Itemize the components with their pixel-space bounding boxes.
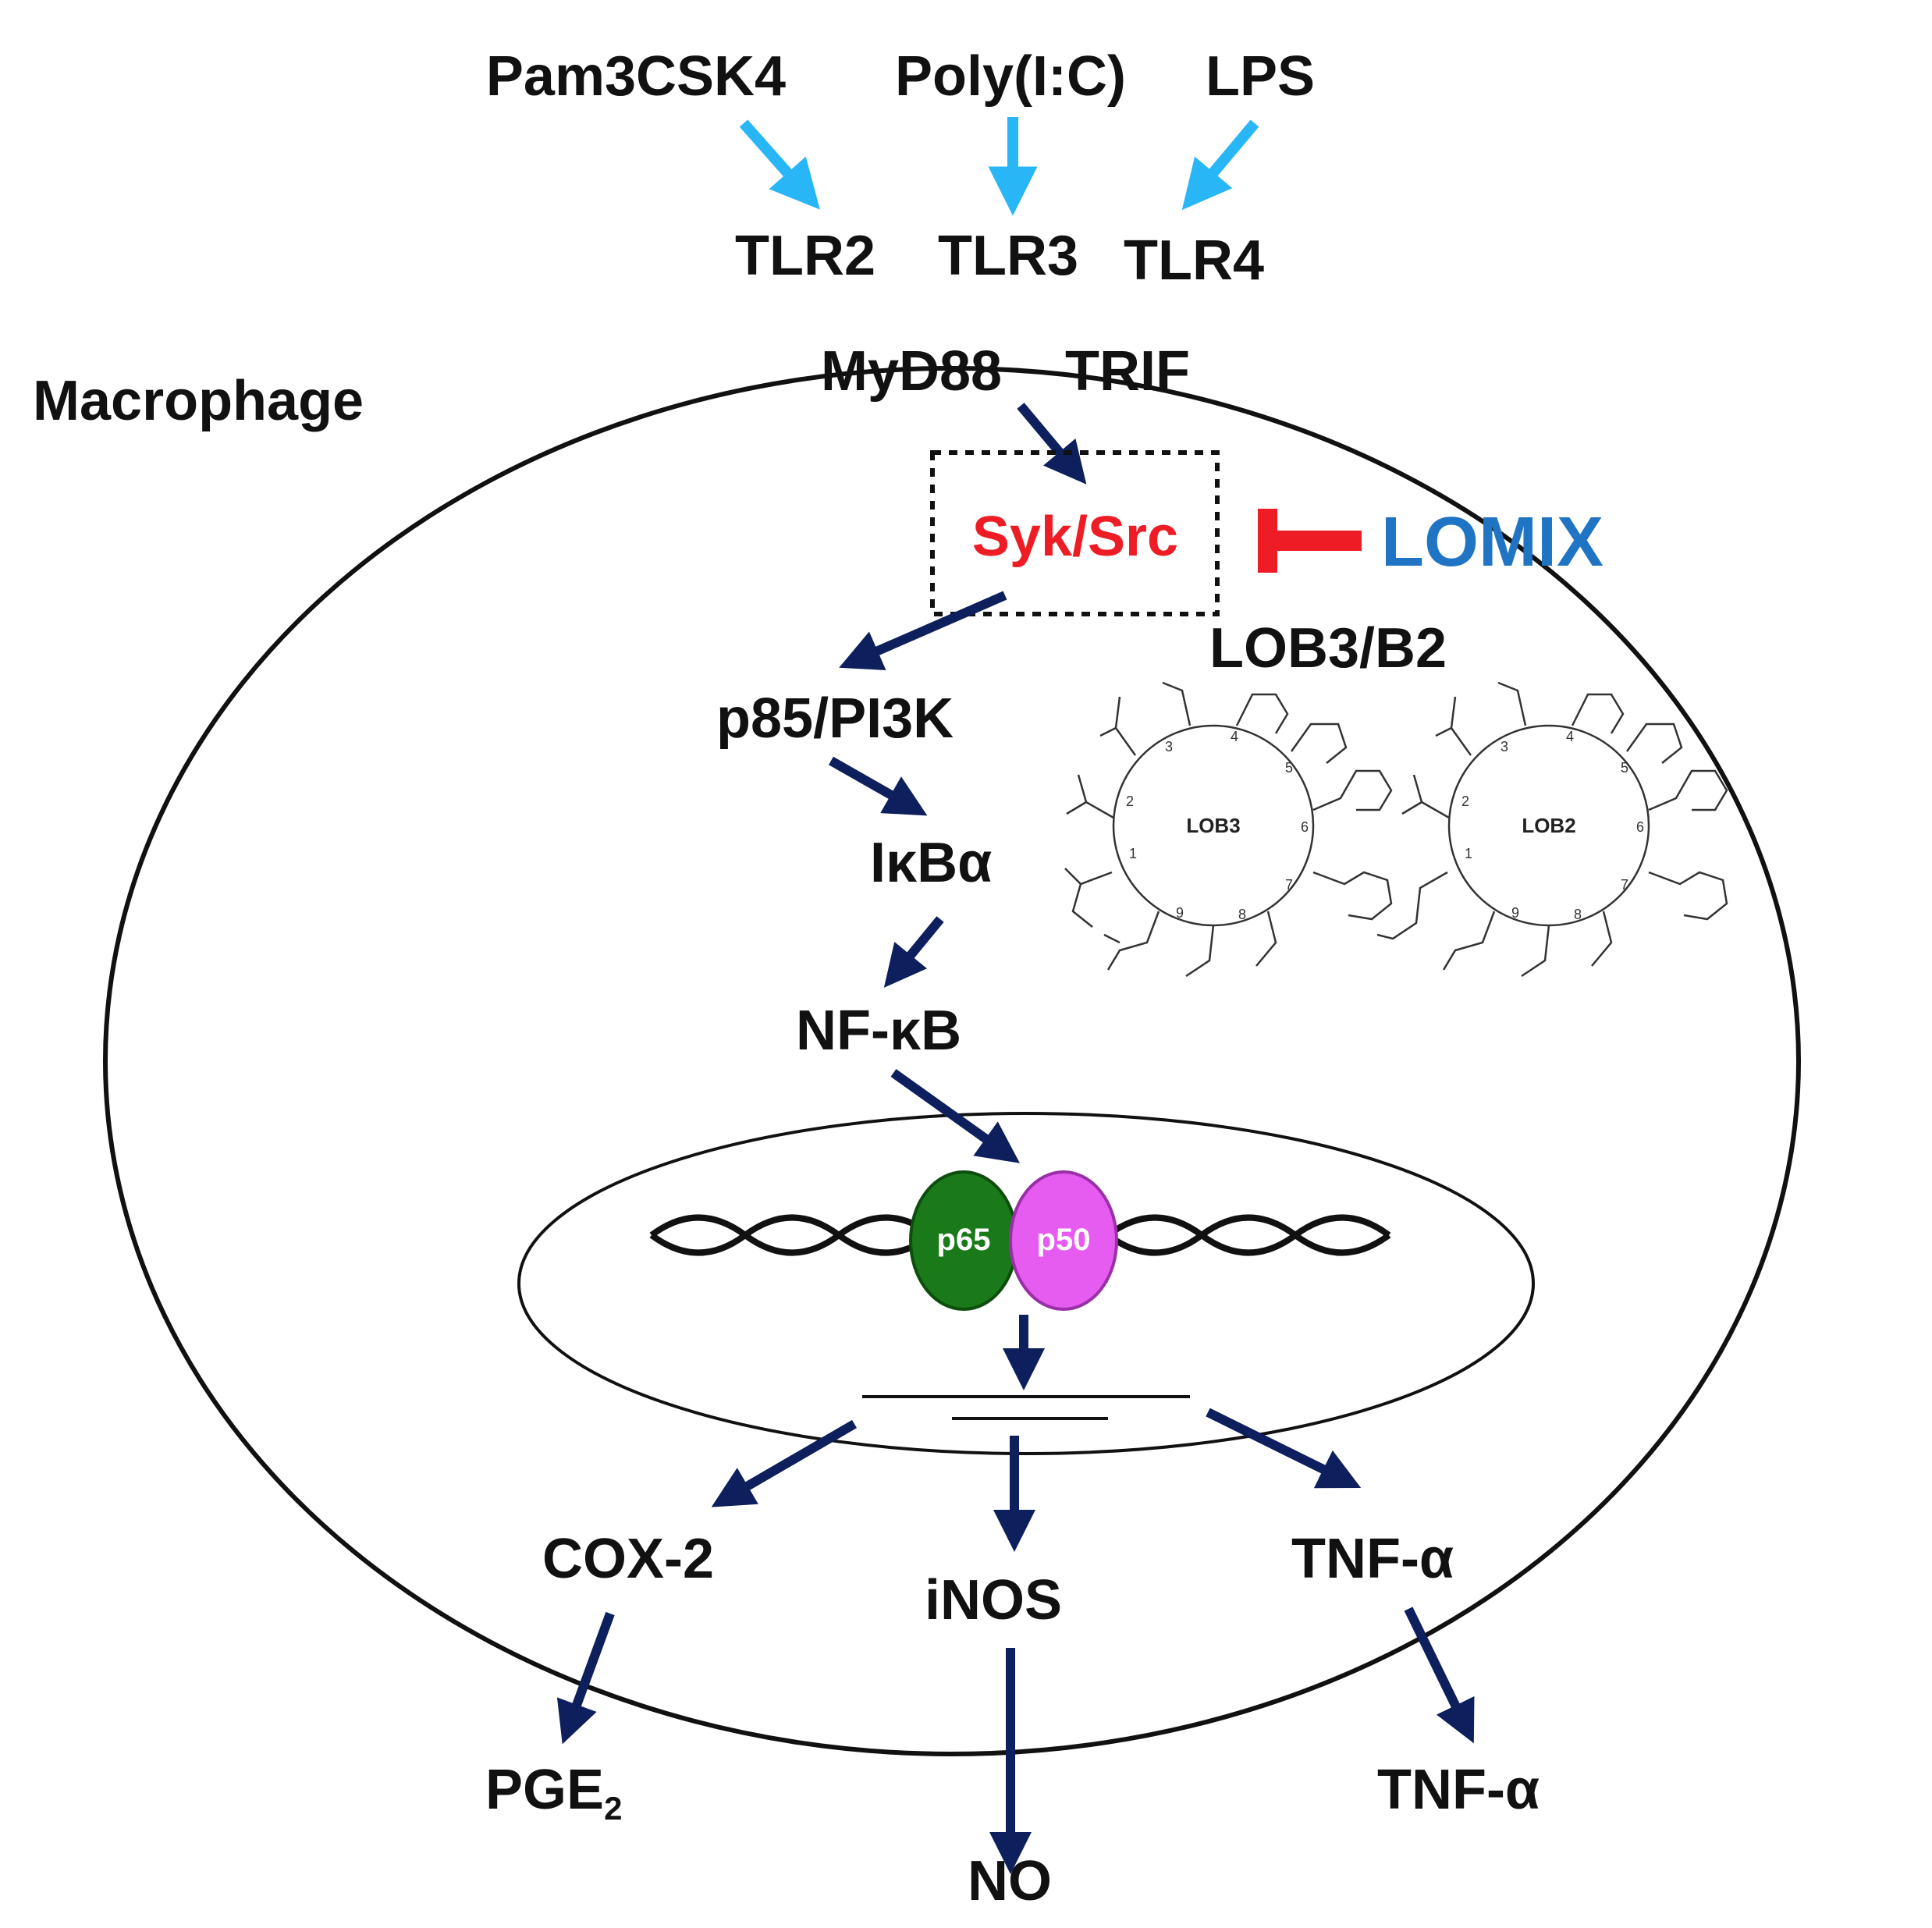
arrow-syksrc-pi3k <box>839 591 1007 670</box>
lob2-num-3: 3 <box>1500 739 1508 755</box>
lob3-num-3: 3 <box>1165 739 1173 755</box>
inhibition-bar <box>1258 509 1362 573</box>
gene-tnfa: TNF-α <box>1291 1528 1454 1590</box>
p50-label: p50 <box>1037 1223 1091 1257</box>
arrow-lps-tlr4 <box>1181 119 1259 211</box>
arrow-cox2-pge2 <box>556 1611 615 1745</box>
receptor-tlr3: TLR3 <box>938 225 1078 287</box>
target-box <box>930 450 1220 616</box>
arrow-to-tnfa <box>1206 1408 1362 1489</box>
nucleus-outline <box>517 1112 1535 1455</box>
macrophage-cell-outline <box>103 366 1801 1756</box>
lob2-num-6: 6 <box>1636 819 1644 835</box>
lob3-num-2: 2 <box>1126 794 1134 809</box>
gene-inos: iNOS <box>925 1569 1062 1632</box>
arrow-pam3csk4-tlr2 <box>739 119 820 210</box>
product-pge2-main: PGE <box>485 1759 604 1821</box>
adaptor-trif: TRIF <box>1065 340 1190 403</box>
lob2-num-2: 2 <box>1461 794 1469 809</box>
target-syksrc: Syk/Src <box>972 506 1178 568</box>
product-no: NO <box>968 1850 1052 1912</box>
arrow-nfkb-nucleus <box>890 1069 1020 1163</box>
arrow-ikba-nfkb <box>883 916 944 988</box>
lob3-num-7: 7 <box>1285 877 1293 893</box>
p50-subunit <box>1009 1170 1118 1311</box>
ligand-pam3csk4: Pam3CSK4 <box>486 45 786 108</box>
lob2-num-7: 7 <box>1621 877 1628 893</box>
drug-lomix: LOMIX <box>1381 503 1603 581</box>
lob3-num-8: 8 <box>1238 907 1246 922</box>
ligand-polyic: Poly(I:C) <box>895 45 1126 108</box>
cell-label-macrophage: Macrophage <box>33 370 364 432</box>
arrow-myd88-syksrc <box>1017 403 1087 485</box>
pathway-ikba: IκBα <box>870 832 992 894</box>
compounds-label: LOB3/B2 <box>1209 617 1447 680</box>
lob2-num-9: 9 <box>1511 905 1519 921</box>
lob2-num-1: 1 <box>1465 846 1472 861</box>
adaptor-myd88: MyD88 <box>821 340 1002 403</box>
lob3-num-4: 4 <box>1231 729 1238 744</box>
receptor-tlr2: TLR2 <box>735 225 875 287</box>
receptor-tlr4: TLR4 <box>1124 229 1264 292</box>
lob3-num-5: 5 <box>1285 760 1293 776</box>
pathway-nfkb: NF-κB <box>796 1000 961 1062</box>
structure-lob3-label: LOB3 <box>1186 814 1240 837</box>
product-pge2: PGE2 <box>485 1759 622 1827</box>
lob3-num-1: 1 <box>1129 846 1137 861</box>
lob2-num-5: 5 <box>1621 760 1628 776</box>
lob2-num-4: 4 <box>1566 729 1574 744</box>
product-pge2-sub: 2 <box>604 1790 622 1827</box>
arrow-to-cox2 <box>711 1419 858 1507</box>
structure-lob2: LOB2 1 2 3 4 5 6 7 8 9 <box>1376 681 1728 978</box>
p65-label: p65 <box>937 1223 991 1257</box>
dna-helix <box>649 1214 1391 1256</box>
lob3-num-6: 6 <box>1301 819 1309 835</box>
gene-cox2: COX-2 <box>542 1528 714 1590</box>
product-tnfa: TNF-α <box>1377 1759 1540 1821</box>
ligand-lps: LPS <box>1206 45 1315 108</box>
lob2-num-8: 8 <box>1574 907 1582 922</box>
arrow-tnfa-tnfa <box>1404 1607 1475 1744</box>
structure-lob3: LOB3 1 2 3 4 5 6 7 8 9 <box>1064 681 1393 978</box>
arrow-pi3k-ikba <box>829 756 928 816</box>
structure-lob2-label: LOB2 <box>1522 814 1575 837</box>
lob3-num-9: 9 <box>1176 905 1184 921</box>
pathway-pi3k: p85/PI3K <box>716 687 954 750</box>
